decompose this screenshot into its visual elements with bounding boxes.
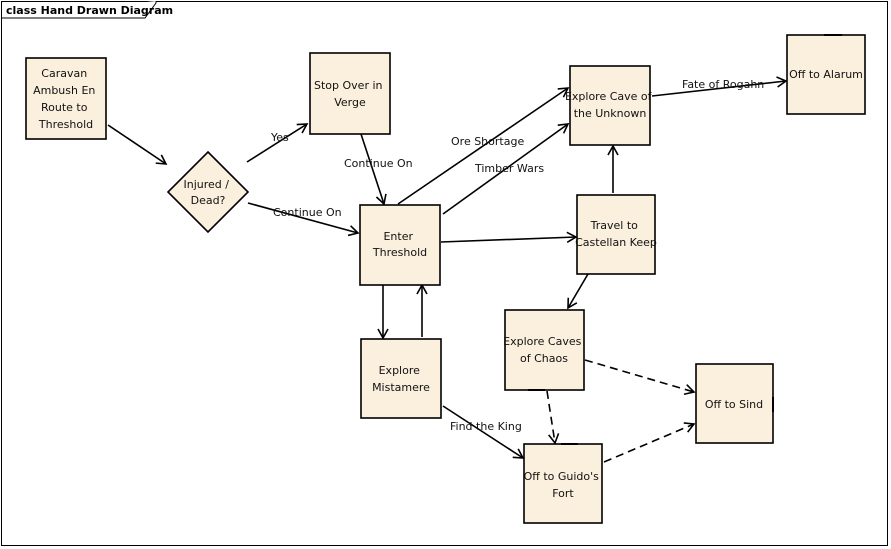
svg-text:Explore Mistamere: Explore Mistamere: [372, 364, 430, 394]
svg-text:Off to Sind: Off to Sind: [705, 398, 763, 411]
diagram-title: class Hand Drawn Diagram: [6, 4, 173, 17]
edge-label-continue-on-2: Continue On: [273, 206, 342, 219]
edge-castellan-chaos: [567, 273, 589, 310]
node-label-castellan-1: Travel to: [590, 219, 639, 232]
node-label-mistamere-2: Mistamere: [372, 381, 430, 394]
node-enter-threshold[interactable]: [359, 204, 441, 286]
edge-injured-threshold: [247, 202, 360, 237]
node-label-chaos-2: of Chaos: [520, 352, 568, 365]
node-label-guido-2: Fort: [552, 487, 574, 500]
node-travel-castellan-keep[interactable]: [576, 194, 656, 275]
edge-injured-stopover: [246, 123, 309, 163]
node-explore-caves-chaos[interactable]: [504, 309, 585, 391]
svg-text:Injured / Dead?: Injured / Dead?: [184, 178, 233, 207]
node-label-caravan-4: Threshold: [38, 118, 93, 131]
edge-label-timber-wars: Timber Wars: [474, 162, 544, 175]
node-label-castellan-2: Castellan Keep: [575, 236, 657, 249]
node-caravan-ambush[interactable]: [25, 57, 107, 140]
node-explore-mistamere[interactable]: [360, 338, 442, 419]
edge-label-find-the-king: Find the King: [450, 420, 522, 433]
edge-mistamere-guido: [442, 405, 525, 459]
node-label-injured-2: Dead?: [191, 194, 226, 207]
node-label-guido-1: Off to Guido's: [524, 470, 600, 483]
node-injured-decision[interactable]: [166, 150, 250, 234]
node-label-caravan-2: Ambush En: [33, 84, 95, 97]
edge-threshold-castellan: [440, 231, 578, 244]
svg-text:Off to Guido's Fort: Off to Guido's Fort: [524, 470, 603, 500]
edge-guido-sind: [603, 422, 696, 463]
edge-label-yes: Yes: [270, 131, 289, 144]
node-label-alarum: Off to Alarum: [789, 68, 863, 81]
edge-threshold-cave: [397, 87, 570, 205]
node-stop-over-verge[interactable]: [309, 52, 391, 135]
svg-text:Travel to Castellan Keep: Travel to Castellan Keep: [575, 219, 657, 249]
node-label-cave-unknown-1: Explore Cave of: [565, 90, 653, 103]
node-label-sind: Off to Sind: [705, 398, 763, 411]
node-label-caravan-1: Caravan: [41, 67, 87, 80]
node-label-mistamere-1: Explore: [379, 364, 421, 377]
edge-caravan-injured: [107, 124, 168, 165]
edge-threshold-cave-2: [442, 123, 570, 215]
title-tab: [1, 1, 157, 19]
svg-text:Caravan Ambush En Rout: Caravan Ambush En Route to Threshold: [33, 67, 99, 131]
node-label-stopover-2: Verge: [334, 96, 366, 109]
edge-label-fate-of-rogahn: Fate of Rogahn: [682, 78, 764, 91]
svg-text:Stop Over in Verge: Stop Over in Verge: [314, 79, 386, 109]
node-label-threshold-2: Threshold: [372, 246, 427, 259]
node-label-stopover-1: Stop Over in: [314, 79, 383, 92]
node-label-cave-unknown-2: the Unknown: [574, 107, 647, 120]
node-label-caravan-3: Route to: [41, 101, 88, 114]
edge-label-ore-shortage: Ore Shortage: [451, 135, 524, 148]
svg-text:Enter Threshold: Enter Threshold: [372, 230, 427, 259]
edge-chaos-guido: [546, 390, 560, 445]
edge-stopover-threshold: [360, 133, 387, 206]
svg-text:Off to Alarum: Off to Alarum: [789, 68, 863, 81]
node-off-to-guidos-fort[interactable]: [523, 443, 603, 524]
edge-label-continue-on-1: Continue On: [344, 157, 413, 170]
edge-cave-alarum: [651, 76, 788, 97]
node-off-to-sind[interactable]: [695, 363, 774, 444]
node-label-chaos-1: Explore Caves: [503, 335, 581, 348]
svg-text:Explore Cave of the Unknow: Explore Cave of the Unknown: [565, 90, 655, 120]
node-label-threshold-1: Enter: [383, 230, 413, 243]
edge-chaos-sind: [584, 359, 696, 396]
svg-text:Explore Caves of Chaos: Explore Caves of Chaos: [503, 335, 585, 365]
node-explore-cave-unknown[interactable]: [569, 65, 651, 146]
node-label-injured-1: Injured /: [184, 178, 230, 191]
